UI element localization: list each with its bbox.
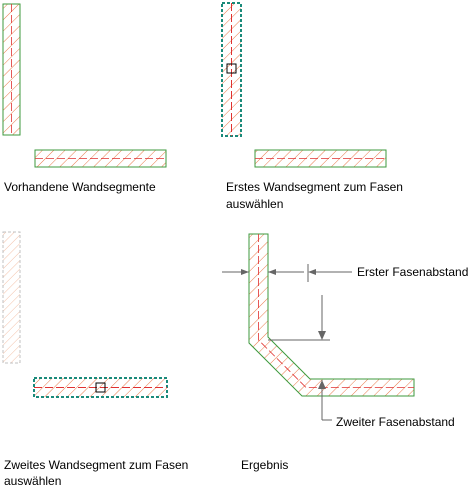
dimension-lines	[222, 264, 352, 421]
label-second-distance: Zweiter Fasenabstand	[336, 415, 455, 429]
caption-first-line1: Erstes Wandsegment zum Fasen	[226, 180, 403, 194]
caption-existing: Vorhandene Wandsegmente	[4, 180, 156, 194]
grip-square	[226, 63, 237, 74]
first-selection-walls	[221, 2, 387, 168]
grip-square	[95, 382, 106, 393]
caption-second-line2: auswählen	[4, 474, 62, 488]
label-first-distance: Erster Fasenabstand	[357, 265, 469, 279]
chamfered-wall	[248, 233, 415, 397]
caption-second-line1: Zweites Wandsegment zum Fasen	[4, 458, 189, 472]
faded-vertical-wall	[2, 231, 21, 364]
caption-first-line2: auswählen	[226, 197, 284, 211]
second-selection-walls	[2, 231, 168, 398]
caption-result: Ergebnis	[241, 458, 289, 472]
result-walls	[248, 233, 415, 397]
existing-walls	[2, 3, 167, 168]
